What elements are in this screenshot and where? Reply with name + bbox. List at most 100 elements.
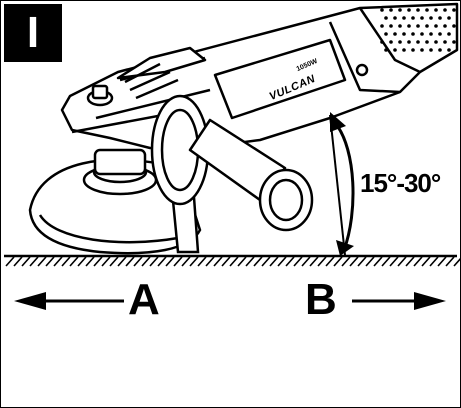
hatch-mark [181, 256, 191, 267]
grip-dot [420, 48, 424, 52]
grip-dot [380, 40, 384, 44]
direction-arrows [14, 292, 446, 310]
grip-dot [425, 8, 429, 12]
grip-dot [389, 40, 393, 44]
grip-dot [452, 40, 456, 44]
hatch-mark [157, 256, 167, 267]
hatch-mark [205, 256, 215, 267]
hatch-mark [373, 256, 383, 267]
direction-b-label: B [305, 275, 337, 324]
grip-dot [393, 48, 397, 52]
grip-dot [452, 8, 456, 12]
grip-dot [407, 40, 411, 44]
angle-label: 15°-30° [360, 168, 441, 198]
hatch-mark [397, 256, 407, 267]
hatch-mark [213, 256, 223, 267]
grip-dot [447, 48, 451, 52]
grip-dot [384, 48, 388, 52]
hatch-mark [69, 256, 79, 267]
hatch-mark [261, 256, 271, 267]
grip-dot [429, 48, 433, 52]
grip-dot [438, 32, 442, 36]
grip-dot [402, 16, 406, 20]
grip-dot [393, 32, 397, 36]
hatch-mark [301, 256, 311, 267]
hatch-mark [445, 256, 455, 267]
grip-dot [434, 8, 438, 12]
grip-dot [429, 16, 433, 20]
grip-dot [447, 32, 451, 36]
ground-surface [4, 254, 461, 267]
grip-dot [398, 24, 402, 28]
grip-dot [380, 8, 384, 12]
grip-dot [429, 32, 433, 36]
angle-indicator [329, 112, 355, 256]
hatch-mark [21, 256, 31, 267]
hatch-mark [197, 256, 207, 267]
hatch-mark [77, 256, 87, 267]
hatch-mark [229, 256, 239, 267]
hatch-mark [61, 256, 71, 267]
hatch-mark [93, 256, 103, 267]
hatch-mark [405, 256, 415, 267]
hatch-mark [389, 256, 399, 267]
grip-texture [380, 8, 456, 52]
grip-dot [384, 32, 388, 36]
grip-dot [443, 40, 447, 44]
hatch-mark [293, 256, 303, 267]
grip-dot [438, 48, 442, 52]
hatch-mark [285, 256, 295, 267]
grip-dot [434, 40, 438, 44]
hatch-mark [381, 256, 391, 267]
grip-dot [398, 8, 402, 12]
grip-dot [452, 24, 456, 28]
hatch-mark [429, 256, 439, 267]
grip-dot [434, 24, 438, 28]
hatch-mark [357, 256, 367, 267]
grip-dot [407, 8, 411, 12]
hatch-mark [253, 256, 263, 267]
hatch-mark [413, 256, 423, 267]
hatch-mark [13, 256, 23, 267]
side-handle [150, 94, 314, 232]
grip-dot [420, 32, 424, 36]
hatch-mark [125, 256, 135, 267]
grip-dot [411, 48, 415, 52]
hatch-mark [349, 256, 359, 267]
grip-dot [425, 24, 429, 28]
hatch-mark [437, 256, 447, 267]
grip-dot [416, 40, 420, 44]
grip-dot [416, 8, 420, 12]
grip-dot [384, 16, 388, 20]
hatch-mark [365, 256, 375, 267]
grip-dot [443, 24, 447, 28]
hatch-mark [325, 256, 335, 267]
hatch-mark [29, 256, 39, 267]
hatch-mark [245, 256, 255, 267]
hatch-mark [149, 256, 159, 267]
hatch-mark [133, 256, 143, 267]
grip-dot [402, 48, 406, 52]
hatch-mark [37, 256, 47, 267]
grip-dot [416, 24, 420, 28]
hatch-mark [5, 256, 15, 267]
hatch-mark [141, 256, 151, 267]
grip-dot [420, 16, 424, 20]
grip-dot [393, 16, 397, 20]
hatch-mark [309, 256, 319, 267]
grip-dot [443, 8, 447, 12]
hatch-mark [333, 256, 343, 267]
hatch-mark [221, 256, 231, 267]
grip-dot [411, 16, 415, 20]
hatch-mark [109, 256, 119, 267]
hatch-mark [45, 256, 55, 267]
grip-dot [402, 32, 406, 36]
grip-dot [380, 24, 384, 28]
hatch-mark [277, 256, 287, 267]
grip-dot [389, 24, 393, 28]
hatch-mark [189, 256, 199, 267]
hatch-mark [269, 256, 279, 267]
grip-dot [438, 16, 442, 20]
